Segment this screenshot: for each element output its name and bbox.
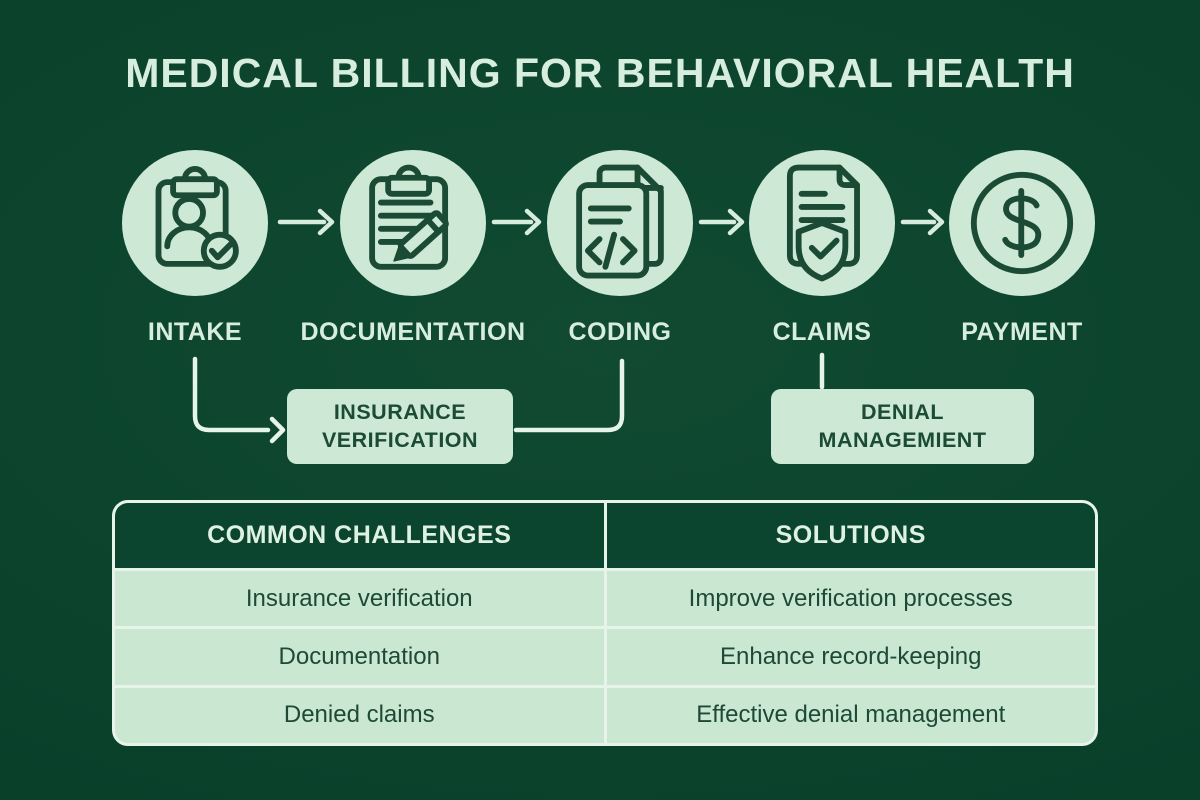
stage-label: PAYMENT [961, 318, 1083, 346]
dollar-coin-icon [970, 171, 1074, 275]
insurance-verification-box: INSURANCE VERIFICATION [287, 389, 513, 464]
denial-management-label-line2: MANAGEMIENT [818, 427, 987, 452]
table-header-common-challenges: COMMON CHALLENGES [115, 503, 604, 568]
table-cell-challenge-3: Denied claims [115, 687, 604, 743]
intake-to-insurance-connector [192, 356, 286, 444]
stage-circle [949, 150, 1095, 296]
table-header-solutions: SOLUTIONS [606, 503, 1095, 568]
stage-label: CLAIMS [772, 318, 872, 346]
flow-stage-payment: PAYMENT [907, 150, 1137, 347]
table-cell-solution-1: Improve verification processes [606, 571, 1095, 627]
stage-circle [122, 150, 268, 296]
flow-stage-coding: CODING [505, 150, 735, 347]
document-shield-check-icon [786, 164, 860, 282]
stage-circle [340, 150, 486, 296]
table-cell-solution-3: Effective denial management [606, 687, 1095, 743]
flow-stage-documentation: DOCUMENTATION [298, 150, 528, 347]
insurance-verification-label-line2: VERIFICATION [321, 427, 479, 452]
documents-code-icon [576, 164, 664, 279]
stage-label: INTAKE [147, 318, 243, 346]
stage-circle [547, 150, 693, 296]
challenges-solutions-table: COMMON CHALLENGES SOLUTIONS Insurance ve… [112, 500, 1098, 746]
clipboard-person-check-icon [155, 166, 239, 270]
stage-label: CODING [568, 318, 672, 346]
insurance-verification-label-line1: INSURANCE [333, 400, 467, 425]
table-cell-challenge-2: Documentation [115, 629, 604, 685]
flow-stage-claims: CLAIMS [707, 150, 937, 347]
table-cell-challenge-1: Insurance verification [115, 571, 604, 627]
insurance-to-coding-connector [513, 358, 625, 433]
denial-management-box: DENIAL MANAGEMIENT [771, 389, 1034, 464]
clipboard-pencil-icon [369, 164, 449, 270]
page-title: MEDICAL BILLING FOR BEHAVIORAL HEALTH [125, 50, 1075, 96]
stage-circle [749, 150, 895, 296]
stage-label: DOCUMENTATION [300, 318, 526, 346]
table-cell-solution-2: Enhance record-keeping [606, 629, 1095, 685]
denial-management-label-line1: DENIAL [860, 400, 945, 425]
flow-stage-intake: INTAKE [80, 150, 310, 347]
